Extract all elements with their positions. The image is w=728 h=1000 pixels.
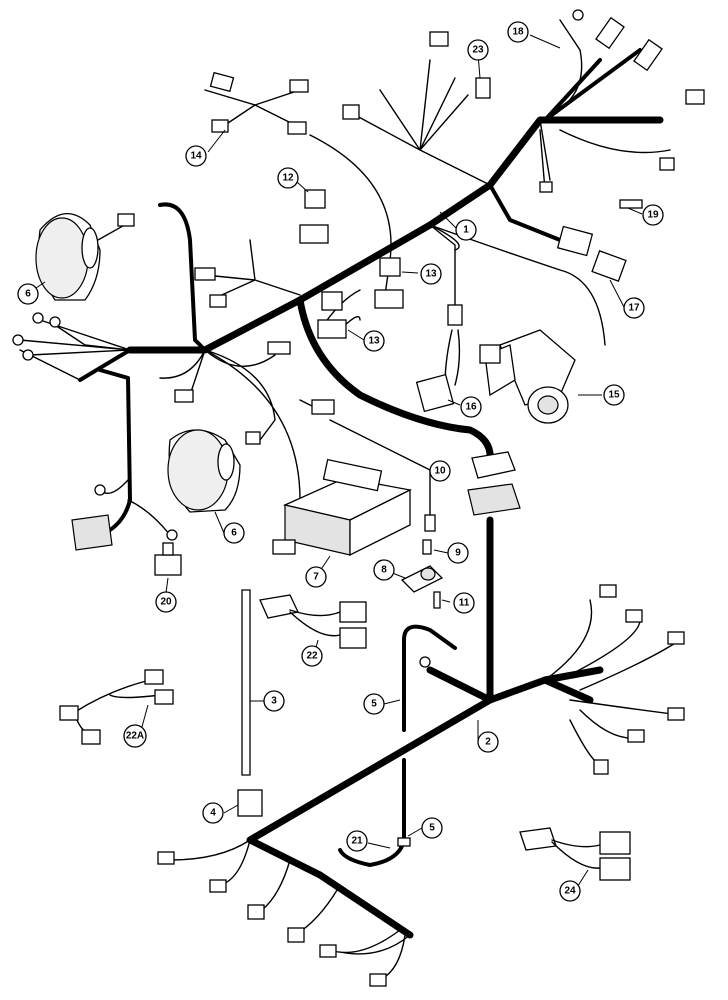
callout-14-label: 14 — [190, 151, 202, 162]
callout-12-label: 12 — [282, 173, 294, 184]
callout-13-upper: 13 — [420, 263, 442, 285]
callout-22-label: 22 — [306, 651, 318, 662]
callout-4-label: 4 — [210, 808, 216, 819]
motor-unit — [479, 329, 576, 424]
speaker-upper — [35, 212, 131, 301]
callout-24-label: 24 — [564, 886, 576, 897]
radio-unit — [282, 458, 413, 557]
relay-12 — [299, 189, 329, 244]
callout-17-label: 17 — [628, 303, 640, 314]
callout-6-lower: 6 — [223, 522, 245, 544]
callout-8: 8 — [373, 559, 395, 581]
callout-22a: 22A — [123, 724, 147, 748]
callout-5-upper: 5 — [363, 693, 385, 715]
callout-11-label: 11 — [459, 598, 470, 609]
callout-21: 21 — [346, 830, 368, 852]
callout-18: 18 — [507, 21, 529, 43]
relay-switch-17 — [556, 225, 627, 282]
callout-5-lower-label: 5 — [429, 823, 435, 834]
callout-8-label: 8 — [381, 565, 387, 576]
jumper-harness-22a — [59, 669, 174, 745]
relay-13-upper — [374, 257, 404, 309]
callout-10: 10 — [429, 460, 451, 482]
callout-6-lower-label: 6 — [231, 528, 237, 539]
relay-13-lower — [317, 291, 347, 339]
callout-24: 24 — [559, 880, 581, 902]
callout-14: 14 — [185, 145, 207, 167]
callout-10-label: 10 — [434, 466, 446, 477]
speaker-lower — [167, 429, 241, 513]
callout-22a-label: 22A — [126, 731, 144, 742]
callout-4: 4 — [202, 802, 224, 824]
callout-17: 17 — [623, 297, 645, 319]
callout-11: 11 — [453, 592, 475, 614]
connector-23 — [475, 77, 491, 99]
lower-harness — [169, 516, 681, 981]
callout-23: 23 — [467, 39, 489, 61]
callout-2: 2 — [477, 731, 499, 753]
callout-20: 20 — [155, 591, 177, 613]
callout-5-upper-label: 5 — [371, 699, 377, 710]
callout-7: 7 — [305, 566, 327, 588]
jumper-harness-24 — [519, 827, 631, 881]
callout-13-lower-label: 13 — [368, 336, 380, 347]
callout-21-label: 21 — [351, 836, 363, 847]
callout-18-label: 18 — [512, 27, 524, 38]
callout-1-label: 1 — [463, 225, 469, 236]
callout-6-upper-label: 6 — [25, 289, 31, 300]
callout-12: 12 — [277, 167, 299, 189]
antenna-cable-5 — [338, 624, 457, 867]
callout-5-lower: 5 — [421, 817, 443, 839]
callout-13-lower: 13 — [363, 330, 385, 352]
callout-1: 1 — [455, 219, 477, 241]
harness-connector-upper — [467, 451, 521, 516]
fitting-9 — [422, 539, 432, 555]
callout-22: 22 — [301, 645, 323, 667]
main-harness — [19, 19, 671, 541]
antenna-mount-4 — [237, 789, 263, 817]
callout-6-upper: 6 — [17, 283, 39, 305]
callout-19-label: 19 — [647, 210, 659, 221]
jumper-harness-22 — [259, 594, 367, 649]
callout-16-label: 16 — [465, 402, 477, 413]
bolt-11 — [433, 591, 441, 609]
small-connectors — [12, 9, 705, 987]
callout-16: 16 — [460, 396, 482, 418]
callout-9: 9 — [447, 542, 469, 564]
callout-23-label: 23 — [472, 45, 484, 56]
callout-3-label: 3 — [271, 696, 277, 707]
switch-16 — [415, 304, 463, 413]
switch-20 — [154, 542, 182, 576]
callout-15-label: 15 — [608, 390, 620, 401]
callout-7-label: 7 — [313, 572, 319, 583]
callout-15: 15 — [603, 384, 625, 406]
callout-2-label: 2 — [485, 737, 491, 748]
callout-13-upper-label: 13 — [425, 269, 437, 280]
callout-3: 3 — [263, 690, 285, 712]
callout-20-label: 20 — [160, 597, 172, 608]
callout-9-label: 9 — [455, 548, 461, 559]
bracket-8 — [400, 565, 444, 593]
antenna-mast-3 — [241, 589, 251, 776]
callout-19: 19 — [642, 204, 664, 226]
fuse-block — [71, 514, 113, 551]
